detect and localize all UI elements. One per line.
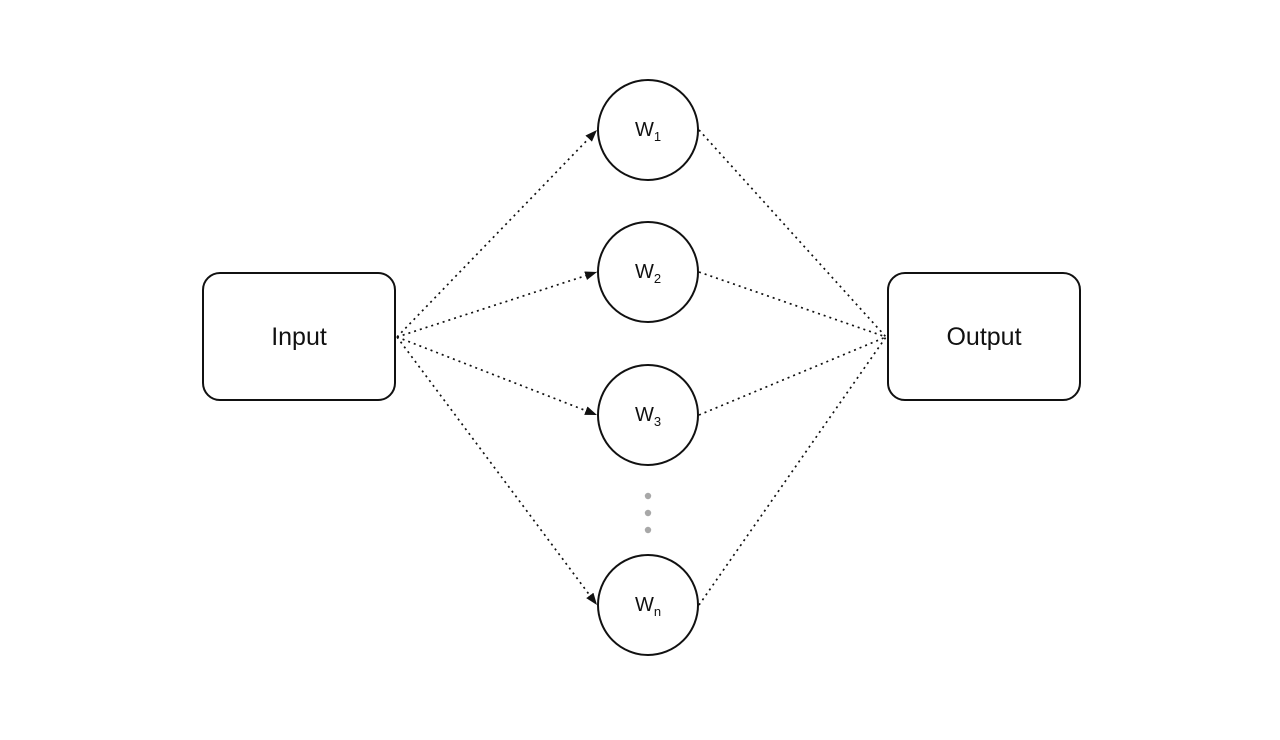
input-edges [396,129,598,606]
output-box-shape [887,272,1081,401]
edge-w3-to-output [698,336,887,416]
node-w2-label-main: W [635,261,654,283]
node-wn: Wn [597,554,699,656]
edge-wn-to-output [698,336,887,606]
input-box: Input [202,272,396,401]
edge-input-to-wn [396,336,598,606]
output-box: Output [887,272,1081,401]
node-wn-circle [597,554,699,656]
node-wn-label: Wn [635,594,661,619]
node-w3-label-sub: 3 [654,414,661,429]
node-w1-label-main: W [635,119,654,141]
node-w1: W1 [597,79,699,181]
node-w2-label-sub: 2 [654,271,661,286]
node-w1-label: W1 [635,119,661,144]
vertical-ellipsis-icon [644,492,652,534]
node-w1-circle [597,79,699,181]
ellipsis-dot [644,509,652,517]
edge-input-to-w2 [396,271,598,338]
node-wn-label-sub: n [654,604,661,619]
input-box-label: Input [271,323,327,351]
node-w3: W3 [597,364,699,466]
node-w3-label-main: W [635,404,654,426]
node-w3-label: W3 [635,404,661,429]
ellipsis-dot [644,492,652,500]
output-box-label: Output [946,323,1021,351]
edge-input-to-w1 [396,129,598,338]
input-box-shape [202,272,396,401]
edge-w1-to-output [698,129,887,338]
output-edges [698,129,887,606]
edge-w2-to-output [698,271,887,338]
node-w2: W2 [597,221,699,323]
node-w2-circle [597,221,699,323]
node-wn-label-main: W [635,594,654,616]
ellipsis-dot [644,526,652,534]
node-w1-label-sub: 1 [654,129,661,144]
node-w3-circle [597,364,699,466]
node-w2-label: W2 [635,261,661,286]
